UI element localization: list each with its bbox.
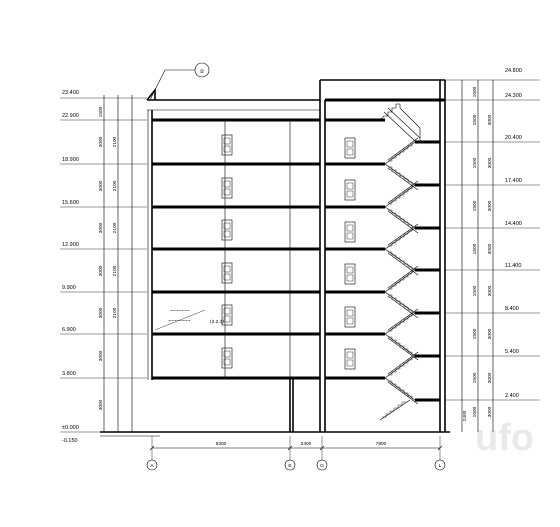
stair-flights: [379, 103, 421, 421]
elev-right-5: 11.400: [505, 263, 521, 269]
elev-right-2: 20.400: [505, 135, 522, 141]
elev-left-5: 9.900: [62, 285, 76, 291]
left-dim-0: 1500: [98, 106, 104, 117]
left-block-doors: [221, 134, 233, 369]
stair-flight-1: [379, 351, 419, 421]
stair-flight-2: [384, 308, 419, 361]
left-dim-5: 3000: [98, 222, 104, 233]
door-right-6: [344, 179, 356, 201]
left-dim-3: 3000: [98, 180, 104, 191]
right-elevation-labels: 24.800 24.300 20.400 17.400 14.400 11.40…: [505, 68, 522, 399]
bottom-dim-0: 9300: [216, 441, 227, 447]
left-dim-8: 2100: [112, 265, 118, 276]
right-dim-15: 3000: [487, 406, 493, 417]
right-dim-4: 1500: [472, 157, 478, 168]
door-left-4: [221, 219, 233, 241]
axis-label-3: L: [439, 463, 442, 469]
elev-right-0: 24.800: [505, 68, 522, 74]
left-dim-9: 3000: [98, 307, 104, 318]
right-dim-3: 3000: [487, 157, 493, 168]
elev-left-2: 18.900: [62, 157, 79, 163]
left-dim-texts: 1500 3000 2100 3000 2100 3000 2100 3000 …: [98, 106, 118, 410]
left-dim-12: 3000: [98, 399, 104, 410]
section-marker-callout: ①: [149, 62, 210, 101]
bottom-dim-1: 2400: [301, 441, 312, 447]
axis-label-1: E: [288, 463, 291, 469]
left-dim-1: 3000: [98, 136, 104, 147]
elev-left-6: 6.900: [62, 327, 76, 333]
right-dim-6: 1500: [472, 200, 478, 211]
annotation: (2.2.3) ~~~~~~~ ~~~~~~~~: [154, 309, 224, 331]
left-elevation-labels: 23.400 22.900 18.900 15.600 12.900 9.900…: [62, 90, 79, 444]
door-left-2: [221, 304, 233, 326]
elev-left-9: -0.150: [62, 438, 78, 444]
right-dim-11: 3000: [487, 328, 493, 339]
door-right-4: [344, 263, 356, 285]
left-dim-4: 2100: [112, 180, 118, 191]
axis-bubbles: A E G L: [146, 459, 446, 471]
left-block: [100, 87, 450, 437]
right-dim-12: 1500: [472, 328, 478, 339]
elev-left-3: 15.600: [62, 200, 79, 206]
annotation-note: (2.2.3): [210, 319, 224, 325]
elev-left-7: 3.800: [62, 371, 76, 377]
left-dim-2: 2100: [112, 136, 118, 147]
stair-flight-3: [384, 265, 419, 319]
door-left-5: [221, 177, 233, 199]
right-dim-5: 3000: [487, 200, 493, 211]
elev-right-4: 14.400: [505, 221, 522, 227]
elev-right-7: 5.400: [505, 349, 519, 355]
right-dim-0: 1500: [472, 86, 478, 97]
elev-right-8: 2.400: [505, 393, 519, 399]
elev-right-6: 8.400: [505, 306, 519, 312]
stair-flight-5: [384, 180, 419, 234]
bottom-dimensions: 9300 2400 7800: [149, 436, 443, 460]
elev-left-1: 22.900: [62, 113, 79, 119]
elev-left-4: 12.900: [62, 242, 79, 248]
door-left-6: [221, 134, 233, 156]
right-dimension-lines: [445, 79, 540, 432]
axis-label-0: A: [150, 463, 154, 469]
right-block-doors: [344, 137, 356, 370]
section-marker: ①: [200, 68, 205, 75]
axis-label-2: G: [320, 463, 324, 469]
door-left-3: [221, 262, 233, 284]
right-dim-14: 1500: [472, 372, 478, 383]
right-dim-2: 1500: [472, 114, 478, 125]
right-dim-7: 3000: [487, 243, 493, 254]
door-left-1: [221, 347, 233, 369]
stair-flight-6: [384, 137, 419, 191]
bottom-dim-2: 7800: [376, 441, 387, 447]
door-right-7: [344, 137, 356, 159]
elev-right-1: 24.300: [505, 93, 522, 99]
right-dim-8: 1500: [472, 243, 478, 254]
watermark-text: ufo: [475, 417, 534, 459]
right-block: [319, 79, 446, 432]
left-dim-7: 3000: [98, 265, 104, 276]
watermark: ufo: [475, 417, 534, 459]
right-dim-9: 3000: [487, 285, 493, 296]
right-dim-10: 1500: [472, 285, 478, 296]
stair-flight-7: [379, 103, 421, 143]
stair-flight-4: [384, 223, 419, 276]
left-dim-10: 2100: [112, 307, 118, 318]
annotation-scribble: ~~~~~~~: [170, 309, 190, 314]
annotation-scribble-2: ~~~~~~~~: [168, 319, 191, 324]
right-dim-17: 2400: [462, 410, 468, 421]
door-right-2: [344, 348, 356, 370]
door-right-3: [344, 306, 356, 328]
left-dim-11: 3000: [98, 350, 104, 361]
right-dim-16: 1500: [472, 406, 478, 417]
right-dim-13: 3000: [487, 372, 493, 383]
left-dimension-lines: [60, 95, 147, 433]
right-dim-1: 3000: [487, 114, 493, 125]
right-dim-texts: 1500 3000 1500 3000 1500 3000 1500 3000 …: [462, 86, 493, 421]
left-dim-6: 2100: [112, 222, 118, 233]
elev-left-0: 23.400: [62, 90, 79, 96]
elev-right-3: 17.400: [505, 178, 522, 184]
door-right-5: [344, 221, 356, 243]
elev-left-8: ±0.000: [62, 425, 79, 431]
